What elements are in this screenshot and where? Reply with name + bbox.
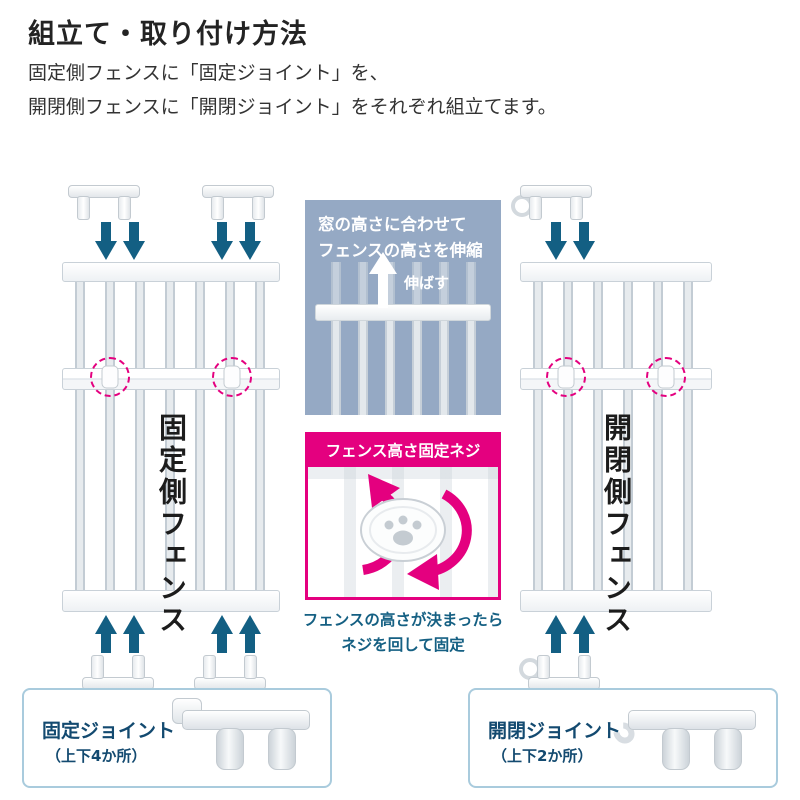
joint-clamp-icon xyxy=(194,652,266,690)
paw-print-icon xyxy=(384,515,422,546)
fence-body xyxy=(520,262,712,612)
fence-bottom-rail xyxy=(62,590,280,612)
fence-top-rail xyxy=(520,262,712,282)
fixed-joint-label: 固定ジョイント xyxy=(42,720,176,742)
fixed-fence-illustration: 固定側フェンス xyxy=(62,185,280,690)
fence-bars-lower xyxy=(524,388,708,592)
up-arrow-icon xyxy=(95,615,117,653)
lock-knob xyxy=(360,498,446,562)
fixed-joint-infobox: 固定ジョイント （上下4か所） xyxy=(22,688,332,788)
down-arrow-icon xyxy=(545,222,567,260)
screw-info-panel: フェンス高さ固定ネジ xyxy=(305,432,501,600)
open-joint-sublabel: （上下2か所） xyxy=(492,747,593,765)
height-adjust-text: 窓の高さに合わせて フェンスの高さを伸縮 xyxy=(318,212,483,264)
fixed-joint-illustration xyxy=(164,694,324,784)
open-fence-illustration: 開閉側フェンス xyxy=(511,185,712,690)
joint-clamp-icon xyxy=(519,652,600,690)
stretch-label: 伸ばす xyxy=(404,274,450,292)
joint-clamp-icon xyxy=(202,185,274,223)
height-adjust-line1: 窓の高さに合わせて xyxy=(318,215,467,234)
height-adjust-panel: 窓の高さに合わせて フェンスの高さを伸縮 伸ばす xyxy=(305,200,501,415)
screw-illustration xyxy=(308,467,498,597)
fixed-fence-label: 固定側フェンス xyxy=(155,413,188,637)
open-fence-label: 開閉側フェンス xyxy=(600,413,633,637)
up-arrow-icon xyxy=(545,615,567,653)
mini-fence-bars-upper xyxy=(323,262,483,306)
down-arrow-icon xyxy=(573,222,595,260)
screw-position-marker xyxy=(90,357,130,397)
rotate-screw-graphic xyxy=(360,474,472,590)
screw-caption-line1: フェンスの高さが決まったら xyxy=(302,611,504,629)
intro-text: 固定側フェンスに「固定ジョイント」を、 開閉側フェンスに「開閉ジョイント」をそれ… xyxy=(28,56,557,124)
joint-clamp xyxy=(714,728,742,770)
fixed-joint-sublabel: （上下4か所） xyxy=(46,747,147,765)
joint-clamp-icon xyxy=(68,185,140,223)
down-arrow-icon xyxy=(211,222,233,260)
up-arrow-icon xyxy=(211,615,233,653)
screw-caption: フェンスの高さが決まったら ネジを回して固定 xyxy=(290,608,516,658)
open-joint-illustration xyxy=(609,694,770,784)
joint-clamp xyxy=(268,728,296,770)
intro-line1: 固定側フェンスに「固定ジョイント」を、 xyxy=(28,62,389,84)
fence-bars-upper xyxy=(66,280,276,370)
screw-position-marker xyxy=(546,357,586,397)
page-title: 組立て・取り付け方法 xyxy=(28,19,308,50)
mini-fence-rail xyxy=(315,304,491,321)
up-arrow-icon xyxy=(239,615,261,653)
joint-bar xyxy=(182,710,310,730)
screw-caption-line2: ネジを回して固定 xyxy=(341,636,465,654)
up-arrow-icon xyxy=(573,615,595,653)
screw-panel-header: フェンス高さ固定ネジ xyxy=(308,435,498,467)
stretch-up-arrow-icon xyxy=(369,252,397,310)
joint-bar xyxy=(628,710,756,730)
screw-position-marker xyxy=(646,357,686,397)
intro-line2: 開閉側フェンスに「開閉ジョイント」をそれぞれ組立てます。 xyxy=(28,96,557,118)
open-joint-label: 開閉ジョイント xyxy=(488,720,622,742)
rotate-arrowhead-icon xyxy=(407,554,439,590)
down-arrow-icon xyxy=(95,222,117,260)
joint-clamp xyxy=(216,728,244,770)
down-arrow-icon xyxy=(239,222,261,260)
rotate-arrow-icon xyxy=(428,489,472,577)
up-arrow-icon xyxy=(123,615,145,653)
fence-bars-lower xyxy=(66,388,276,592)
fence-bars-upper xyxy=(524,280,708,370)
height-adjust-line2: フェンスの高さを伸縮 xyxy=(318,241,483,260)
joint-clamp-icon xyxy=(82,652,154,690)
screw-position-marker xyxy=(212,357,252,397)
joint-clamp xyxy=(662,728,690,770)
joint-clamp-icon xyxy=(511,185,592,223)
mini-fence-bars-lower xyxy=(323,321,483,415)
fence-top-rail xyxy=(62,262,280,282)
open-joint-infobox: 開閉ジョイント （上下2か所） xyxy=(468,688,778,788)
fence-bottom-rail xyxy=(520,590,712,612)
down-arrow-icon xyxy=(123,222,145,260)
rotate-arrowhead-icon xyxy=(368,474,400,508)
